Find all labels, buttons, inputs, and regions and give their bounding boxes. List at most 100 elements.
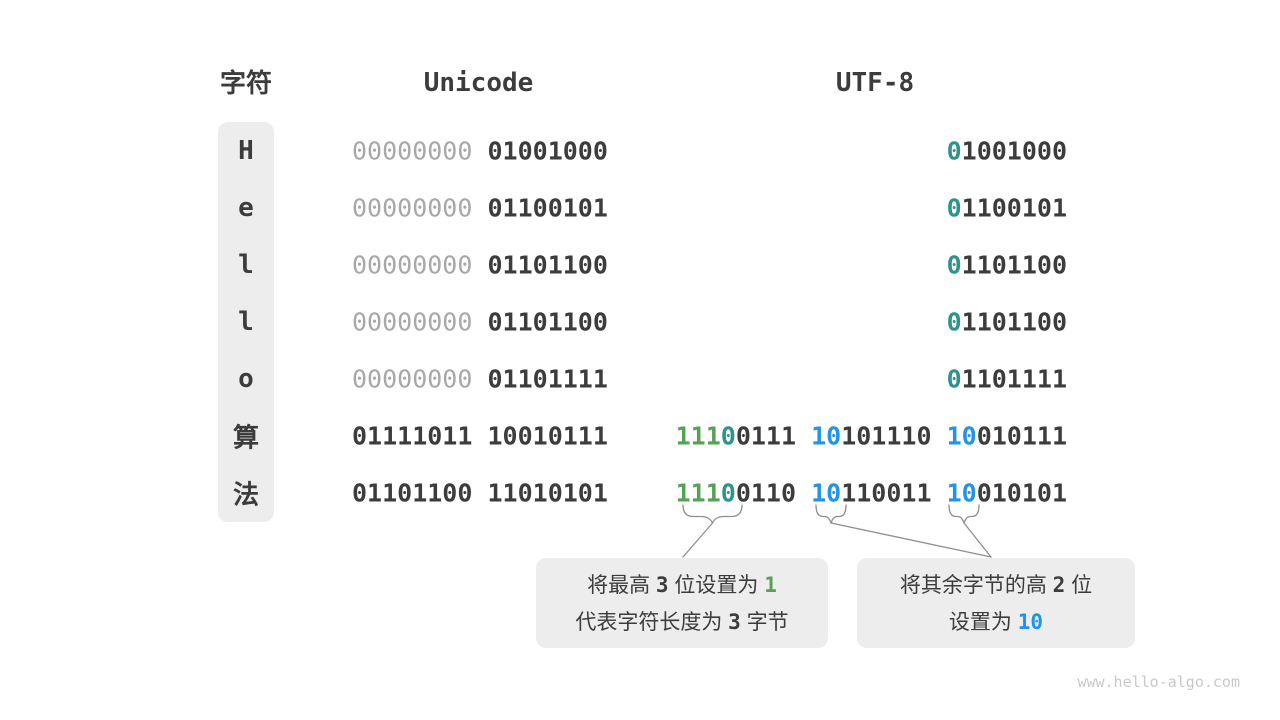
bit-segment: 0 (946, 193, 962, 223)
utf8-cell: 01001000 (600, 136, 1067, 165)
unicode-cell: 01111011 10010111 (352, 421, 608, 451)
callout-text: 字节 (740, 611, 789, 634)
bit-segment: 01100101 (487, 193, 608, 223)
callout-text: 设置为 (948, 611, 1018, 634)
bit-segment: 010111 (976, 421, 1067, 451)
utf8-byte: 11100111 (676, 422, 796, 451)
bit-segment: 1101100 (961, 307, 1067, 337)
bit-segment: 00000000 (352, 136, 473, 166)
bit-segment: 10 (811, 421, 842, 451)
bit-segment: 00000000 (352, 307, 473, 337)
unicode-cell: 00000000 01101100 (352, 307, 608, 337)
utf8-cell: 01100101 (600, 193, 1067, 222)
char-cell: l (238, 249, 254, 280)
utf8-cell: 01101100 (600, 307, 1067, 336)
header-char: 字符 (219, 68, 272, 98)
callout-line: 设置为 10 (857, 604, 1135, 641)
bit-segment: 01101100 (487, 307, 608, 337)
bit-segment: 0 (946, 136, 962, 166)
bit-segment: 1101100 (961, 250, 1067, 280)
header-unicode: Unicode (423, 68, 534, 98)
bit-segment: 01111011 (352, 421, 473, 451)
callout-number: 3 (655, 573, 669, 597)
callout-text: 将其余字节的高 (899, 574, 1053, 597)
bit-segment: 1100101 (961, 193, 1067, 223)
char-cell: o (238, 364, 254, 395)
bit-segment: 110011 (841, 478, 932, 508)
bit-segment: 0 (946, 364, 962, 394)
callout-number: 3 (728, 610, 741, 634)
header-utf8: UTF-8 (835, 68, 915, 98)
bit-segment: 10010111 (487, 421, 608, 451)
callout-number: 10 (1017, 610, 1044, 634)
bit-segment: 01101100 (487, 250, 608, 280)
bit-segment: 1001000 (961, 136, 1067, 166)
bit-segment: 00000000 (352, 250, 473, 280)
bit-segment: 00000000 (352, 364, 473, 394)
callout-number: 1 (764, 573, 777, 597)
utf8-byte: 01001000 (947, 136, 1067, 165)
bit-segment: 00000000 (352, 193, 473, 223)
char-cell: H (238, 135, 254, 166)
bit-segment: 11010101 (487, 478, 608, 508)
bit-segment: 0 (720, 478, 736, 508)
leader-line-right (963, 522, 992, 558)
callout-line: 将最高 3 位设置为 1 (536, 567, 828, 604)
utf8-byte: 10101110 (811, 422, 931, 451)
callout-line: 代表字符长度为 3 字节 (536, 604, 828, 641)
utf8-byte: 10010101 (947, 479, 1067, 508)
leader-line-left (682, 522, 714, 558)
utf8-byte: 11100110 (676, 479, 796, 508)
bit-segment: 111 (675, 478, 721, 508)
callout-text: 代表字符长度为 (575, 611, 729, 634)
callout-number: 2 (1052, 573, 1066, 597)
bit-segment: 111 (675, 421, 721, 451)
bit-segment: 0111 (735, 421, 797, 451)
utf8-byte: 01101100 (947, 307, 1067, 336)
bit-segment: 10 (946, 421, 977, 451)
char-cell: e (238, 192, 254, 223)
utf8-cell: 11100111 10101110 10010111 (600, 422, 1067, 451)
utf8-cell: 11100110 10110011 10010101 (600, 479, 1067, 508)
bit-segment: 0 (946, 250, 962, 280)
unicode-cell: 00000000 01101100 (352, 250, 608, 280)
bit-segment: 0 (946, 307, 962, 337)
utf8-byte: 01100101 (947, 193, 1067, 222)
bit-segment: 10 (946, 478, 977, 508)
unicode-cell: 00000000 01100101 (352, 193, 608, 223)
utf8-byte: 10010111 (947, 422, 1067, 451)
bit-segment: 10 (811, 478, 842, 508)
char-cell: 法 (232, 480, 259, 511)
bit-segment: 01001000 (487, 136, 608, 166)
char-cell: l (238, 306, 254, 337)
bit-segment: 101110 (841, 421, 932, 451)
callout-text: 将最高 (587, 574, 656, 597)
utf8-byte: 01101100 (947, 250, 1067, 279)
bit-segment: 0 (720, 421, 736, 451)
bit-segment: 0110 (735, 478, 797, 508)
unicode-cell: 01101100 11010101 (352, 478, 608, 508)
utf8-cell: 01101100 (600, 250, 1067, 279)
utf8-byte: 10110011 (811, 479, 931, 508)
callout-line: 将其余字节的高 2 位 (857, 567, 1135, 604)
bit-segment: 010101 (976, 478, 1067, 508)
char-cell: 算 (232, 423, 259, 454)
watermark: www.hello-algo.com (1077, 673, 1240, 691)
callout-continuation-bits: 将其余字节的高 2 位设置为 10 (857, 558, 1135, 648)
leader-line-mid (830, 522, 992, 558)
bit-segment: 01101111 (487, 364, 608, 394)
bit-segment: 1101111 (961, 364, 1067, 394)
unicode-cell: 00000000 01101111 (352, 364, 608, 394)
bit-segment: 01101100 (352, 478, 473, 508)
utf8-cell: 01101111 (600, 365, 1067, 394)
